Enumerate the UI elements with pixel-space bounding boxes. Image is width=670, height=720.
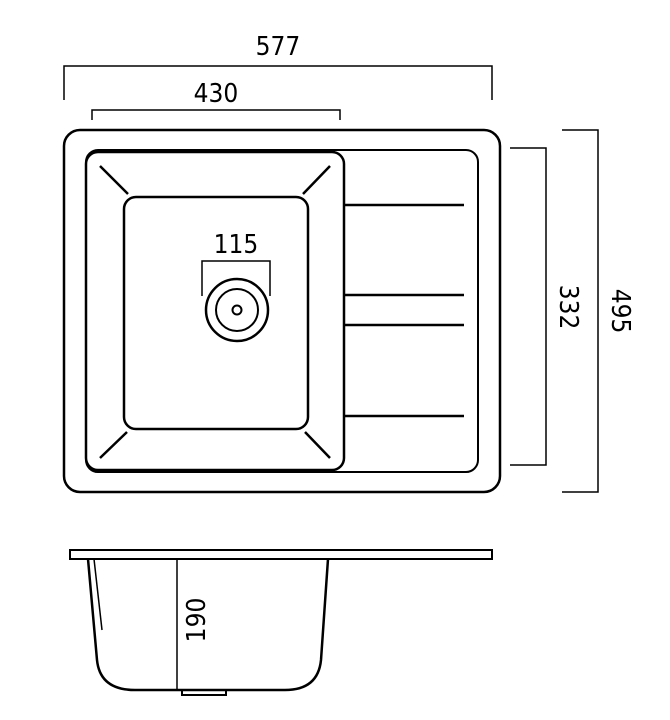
bowl-inner-bottom: [122, 195, 310, 431]
dimension-label-bowl-height: 190: [182, 598, 212, 643]
sink-side-view: 190: [69, 549, 493, 696]
side-drain-stub: [181, 689, 227, 696]
dimension-overall-depth: 495: [562, 129, 635, 493]
drain: [204, 277, 270, 343]
drainboard-grooves: [344, 203, 464, 418]
dimension-label-drain: 115: [214, 230, 259, 260]
dimension-drain: 115: [201, 230, 271, 296]
sink-outer-rim: [62, 128, 502, 494]
side-bowl-inner-hint: [93, 558, 103, 631]
drainboard-recess: [85, 149, 479, 473]
dimension-label-overall-depth: 495: [605, 289, 635, 334]
dimension-label-overall-width: 577: [256, 32, 301, 62]
dimension-label-bowl-depth: 332: [553, 285, 583, 330]
dimension-bowl-width: 430: [91, 79, 341, 120]
dimension-label-bowl-width: 430: [194, 79, 239, 109]
side-rim-plate: [69, 549, 493, 560]
dimension-overall-width: 577: [63, 32, 493, 100]
bowl-corner-lines: [99, 165, 331, 459]
bowl-outer-edge: [84, 150, 346, 472]
sink-top-view: [62, 128, 502, 494]
dimension-bowl-depth: 332: [510, 147, 583, 466]
